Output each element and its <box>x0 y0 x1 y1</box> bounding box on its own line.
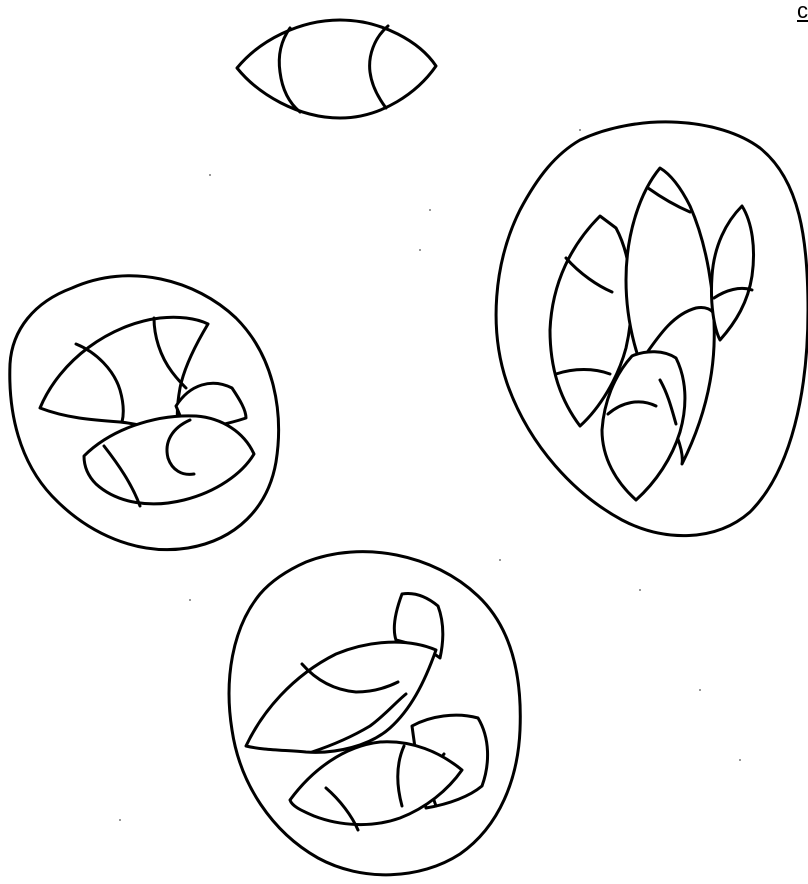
oocyst-bottom <box>229 552 520 875</box>
corner-label: c <box>797 0 808 22</box>
single-spore <box>237 20 436 118</box>
oocyst-right <box>496 122 808 536</box>
oocyst-left <box>10 276 279 550</box>
